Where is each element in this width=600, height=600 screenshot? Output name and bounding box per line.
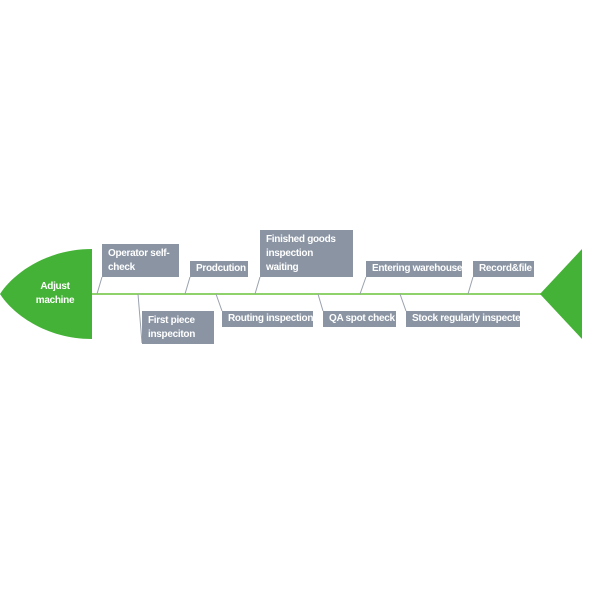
step-stock-inspected: Stock regularly inspected xyxy=(406,311,527,327)
connector-routing-inspection xyxy=(215,293,223,312)
step-routing-inspection: Routing inspection xyxy=(222,311,313,327)
step-production: Prodcution xyxy=(190,261,248,277)
connector-stock-inspected xyxy=(399,293,407,312)
connector-entering-warehouse xyxy=(359,276,367,295)
connector-operator-self-check xyxy=(96,276,103,295)
connector-record-file xyxy=(467,276,474,295)
step-qa-spot-check: QA spot check xyxy=(323,311,396,327)
step-operator-self-check: Operator self- check xyxy=(102,244,179,277)
connector-qa-spot-check xyxy=(317,293,324,312)
connector-finished-goods xyxy=(254,276,261,295)
step-record-file: Record&file xyxy=(473,261,534,277)
step-first-piece: First piece inspeciton xyxy=(142,311,214,344)
fish-head-shape xyxy=(0,249,92,339)
head-label: Adjust machine xyxy=(35,281,75,306)
step-entering-warehouse: Entering warehouse xyxy=(366,261,462,277)
connector-first-piece xyxy=(137,293,143,344)
step-finished-goods: Finished goods inspection waiting area xyxy=(260,230,353,287)
fish-tail-shape xyxy=(540,249,582,339)
connector-production xyxy=(184,276,191,295)
